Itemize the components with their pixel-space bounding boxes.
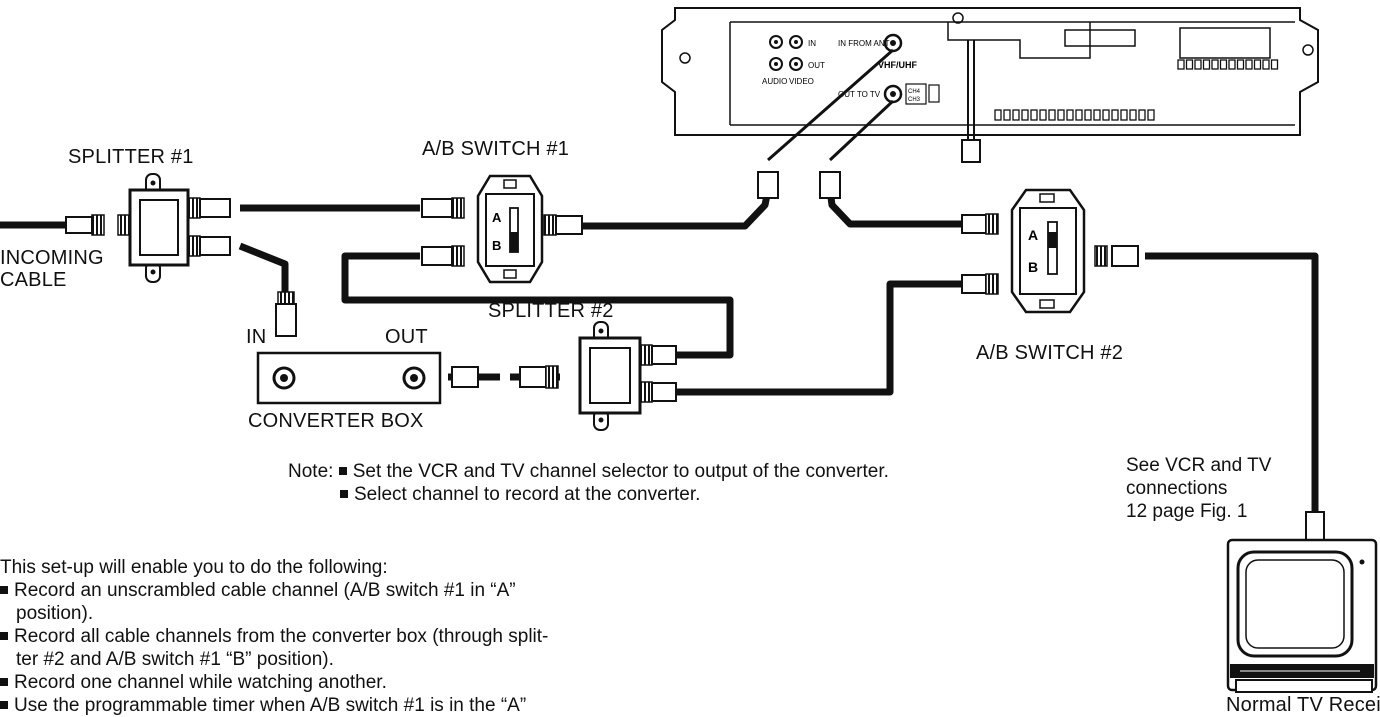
see-ref-line-1: See VCR and TV: [1126, 455, 1272, 476]
vcr-pin: [1236, 59, 1245, 70]
vcr-pin: [1185, 59, 1194, 70]
incoming-cable-line1: INCOMING: [0, 247, 104, 269]
vcr-pin: [1194, 59, 1202, 70]
vcr-pin: [1129, 109, 1137, 121]
tv-receiver-label: Normal TV Receiver: [1226, 694, 1380, 716]
splitter-1-label: SPLITTER #1: [68, 146, 194, 168]
setup-line-5: Record one channel while watching anothe…: [0, 671, 548, 694]
converter-box-device: [256, 351, 442, 405]
vcr-pin: [1245, 59, 1253, 70]
vcr-pin: [1147, 109, 1155, 121]
switch2-b-label: B: [1028, 259, 1038, 275]
out-to-tv-label: OUT TO TV: [838, 90, 881, 99]
ab-switch-2-device: A B: [1010, 188, 1086, 314]
ab-switch-1-label: A/B SWITCH #1: [422, 138, 570, 160]
bullet-icon: [0, 701, 8, 709]
setup-description: This set-up will enable you to do the fo…: [0, 556, 548, 717]
note-line-1: Note: Set the VCR and TV channel selecto…: [288, 460, 889, 483]
bullet-icon: [0, 678, 8, 686]
vhf-uhf-label: VHF/UHF: [878, 60, 917, 70]
see-reference: See VCR and TV connections 12 page Fig. …: [1126, 454, 1271, 523]
note-item-2: Select channel to record at the converte…: [354, 484, 701, 505]
vcr-pin: [1120, 109, 1128, 121]
vcr-cable-leads: [767, 48, 895, 162]
setup-intro: This set-up will enable you to do the fo…: [0, 557, 388, 578]
jack-video-label: VIDEO: [789, 77, 814, 86]
coax-cables: [0, 189, 1319, 515]
ab-switch-1-device: A B: [476, 174, 544, 284]
vcr-pin: [1066, 109, 1074, 121]
vcr-pin: [1012, 109, 1020, 121]
jack-in-label: IN: [808, 39, 816, 48]
vcr-pin: [1262, 59, 1270, 70]
note-prefix: Note:: [288, 461, 334, 482]
vcr-pin: [1075, 109, 1083, 121]
bullet-icon: [0, 632, 8, 640]
setup-line-1-text: Record an unscrambled cable channel (A/B…: [14, 580, 516, 601]
setup-line-6-text: Use the programmable timer when A/B swit…: [14, 695, 527, 716]
vcr-pin: [1253, 59, 1262, 70]
vcr-pin: [1102, 109, 1110, 121]
ab-switch-2-label: A/B SWITCH #2: [976, 342, 1124, 364]
vcr-pin: [1138, 109, 1146, 121]
ch3-label: CH3: [908, 97, 921, 103]
splitter-1-device: [128, 173, 190, 283]
bullet-icon: [338, 467, 347, 475]
vcr-pin: [1003, 109, 1011, 121]
vcr-pin: [1057, 109, 1065, 121]
switch2-a-label: A: [1028, 227, 1038, 243]
converter-box-label: CONVERTER BOX: [248, 410, 424, 432]
vcr-pin: [1084, 109, 1092, 121]
ch4-label: CH4: [908, 89, 921, 95]
vcr-rear-panel: IN OUT AUDIO VIDEO IN FROM ANT VHF/UHF O…: [661, 7, 1319, 163]
av-jacks: IN OUT AUDIO VIDEO: [762, 35, 825, 86]
vcr-pin: [1093, 109, 1101, 121]
vcr-pin: [1219, 59, 1228, 70]
vcr-pin: [1111, 109, 1119, 121]
jack-out-label: OUT: [808, 61, 825, 70]
splitter-2-label: SPLITTER #2: [488, 300, 614, 322]
bullet-icon: [340, 490, 348, 498]
vcr-pin: [1270, 59, 1279, 70]
vcr-pin: [1039, 109, 1047, 121]
setup-line-3-text: Record all cable channels from the conve…: [14, 626, 549, 647]
setup-line-1: Record an unscrambled cable channel (A/B…: [0, 579, 548, 602]
setup-line-6: Use the programmable timer when A/B swit…: [0, 694, 548, 717]
note-item-1: Set the VCR and TV channel selector to o…: [352, 461, 889, 482]
converter-in-label: IN: [246, 326, 267, 348]
see-ref-line-3: 12 page Fig. 1: [1126, 501, 1248, 522]
see-ref-line-2: connections: [1126, 478, 1228, 499]
vcr-pin: [994, 109, 1002, 121]
vcr-pin: [1048, 109, 1056, 121]
tv-receiver-device: [1226, 538, 1378, 693]
incoming-cable-label: INCOMING CABLE: [0, 247, 104, 291]
vcr-pin: [1211, 59, 1219, 70]
f-connectors: [65, 171, 1325, 541]
switch1-b-label: B: [492, 238, 501, 253]
note-line-2: Select channel to record at the converte…: [288, 483, 889, 506]
setup-line-3: Record all cable channels from the conve…: [0, 625, 548, 648]
bullet-icon: [0, 586, 8, 594]
vcr-pin: [1021, 109, 1029, 121]
switch1-a-label: A: [492, 210, 502, 225]
setup-line-4: ter #2 and A/B switch #1 “B” position).: [16, 649, 334, 670]
jack-audio-label: AUDIO: [762, 77, 787, 86]
splitter-2-device: [578, 321, 642, 431]
vcr-pin: [1228, 59, 1236, 70]
vcr-pin: [1202, 59, 1211, 70]
note-block: Note: Set the VCR and TV channel selecto…: [288, 460, 889, 506]
in-from-ant-label: IN FROM ANT: [838, 39, 890, 48]
vcr-pin: [1030, 109, 1038, 121]
converter-out-label: OUT: [385, 326, 428, 348]
vcr-pin-rows: [994, 59, 1279, 121]
vcr-pin: [1177, 59, 1185, 70]
incoming-cable-line2: CABLE: [0, 269, 67, 291]
setup-line-5-text: Record one channel while watching anothe…: [14, 672, 387, 693]
setup-line-2: position).: [16, 603, 94, 624]
